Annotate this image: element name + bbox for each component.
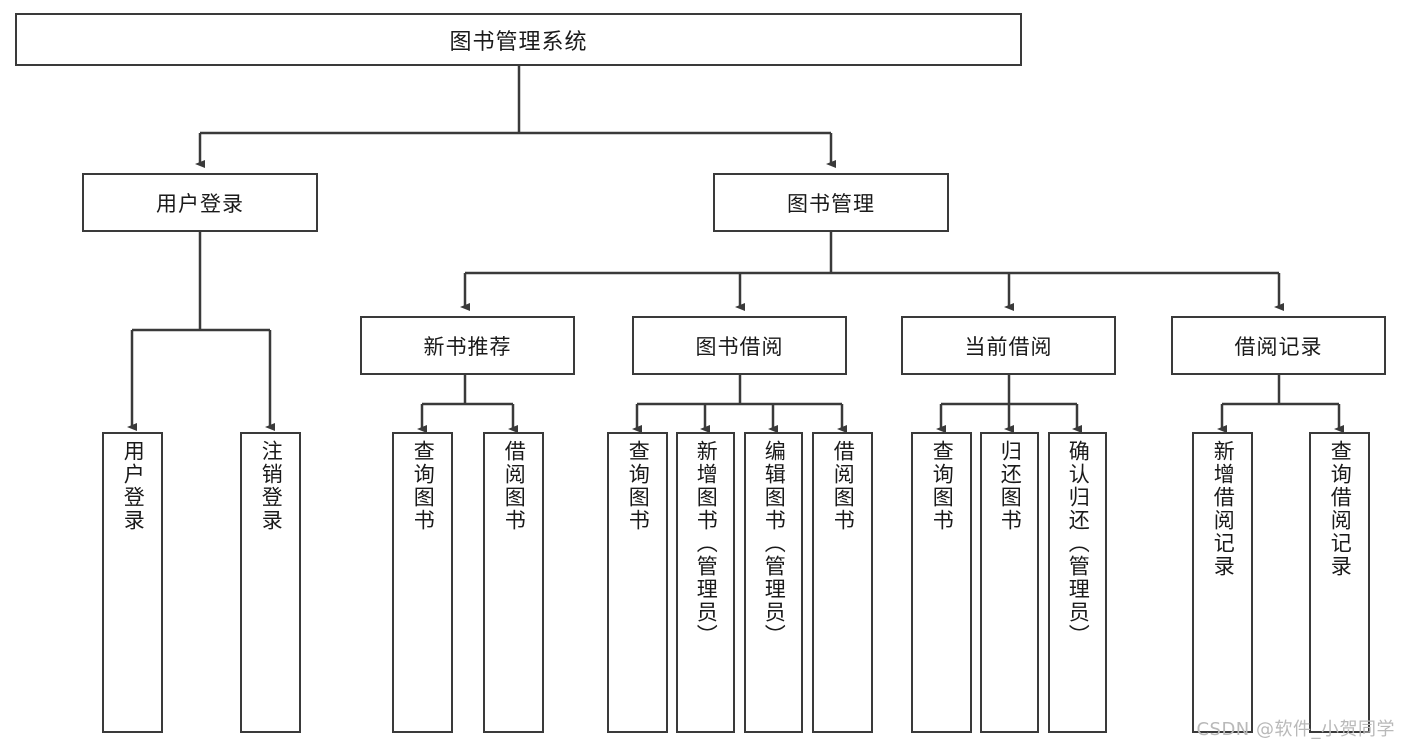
leaf-current-borrow-return[interactable]: 归还图书 — [980, 432, 1039, 733]
node-borrow-record[interactable]: 借阅记录 — [1171, 316, 1386, 375]
node-new-book-recommend-label: 新书推荐 — [423, 334, 512, 359]
leaf-new-book-borrow[interactable]: 借阅图书 — [483, 432, 544, 733]
leaf-label: 借阅图书 — [831, 440, 856, 532]
node-book-borrow[interactable]: 图书借阅 — [632, 316, 847, 375]
leaf-label: 查询图书 — [930, 440, 955, 532]
leaf-label: 编辑图书（管理员） — [762, 440, 787, 647]
node-book-management-label: 图书管理 — [787, 191, 875, 216]
leaf-new-book-query[interactable]: 查询图书 — [392, 432, 453, 733]
leaf-borrow-record-query[interactable]: 查询借阅记录 — [1309, 432, 1370, 733]
leaf-label: 查询图书 — [626, 440, 651, 532]
node-user-login[interactable]: 用户登录 — [82, 173, 318, 232]
leaf-borrow-record-add[interactable]: 新增借阅记录 — [1192, 432, 1253, 733]
leaf-current-borrow-confirm-return[interactable]: 确认归还（管理员） — [1048, 432, 1107, 733]
leaf-book-borrow-edit[interactable]: 编辑图书（管理员） — [744, 432, 803, 733]
node-borrow-record-label: 借阅记录 — [1234, 334, 1323, 359]
node-book-management[interactable]: 图书管理 — [713, 173, 949, 232]
node-root-label: 图书管理系统 — [449, 29, 588, 55]
node-current-borrow-label: 当前借阅 — [964, 334, 1053, 359]
leaf-book-borrow-add[interactable]: 新增图书（管理员） — [676, 432, 735, 733]
leaf-label: 用户登录 — [121, 440, 146, 532]
node-new-book-recommend[interactable]: 新书推荐 — [360, 316, 575, 375]
leaf-user-login-login[interactable]: 用户登录 — [102, 432, 163, 733]
leaf-book-borrow-query[interactable]: 查询图书 — [607, 432, 668, 733]
node-user-login-label: 用户登录 — [156, 191, 244, 216]
node-book-borrow-label: 图书借阅 — [695, 334, 784, 359]
leaf-label: 新增图书（管理员） — [694, 440, 719, 647]
node-current-borrow[interactable]: 当前借阅 — [901, 316, 1116, 375]
leaf-label: 归还图书 — [998, 440, 1023, 532]
leaf-book-borrow-borrow[interactable]: 借阅图书 — [812, 432, 873, 733]
leaf-current-borrow-query[interactable]: 查询图书 — [911, 432, 972, 733]
leaf-label: 确认归还（管理员） — [1066, 440, 1091, 647]
leaf-label: 新增借阅记录 — [1211, 440, 1236, 578]
leaf-user-login-logout[interactable]: 注销登录 — [240, 432, 301, 733]
leaf-label: 查询借阅记录 — [1328, 440, 1353, 578]
leaf-label: 查询图书 — [411, 440, 436, 532]
leaf-label: 借阅图书 — [502, 440, 527, 532]
csdn-watermark: CSDN @软件_小贺同学 — [1196, 719, 1395, 740]
leaf-label: 注销登录 — [259, 440, 284, 532]
node-root[interactable]: 图书管理系统 — [15, 13, 1022, 66]
